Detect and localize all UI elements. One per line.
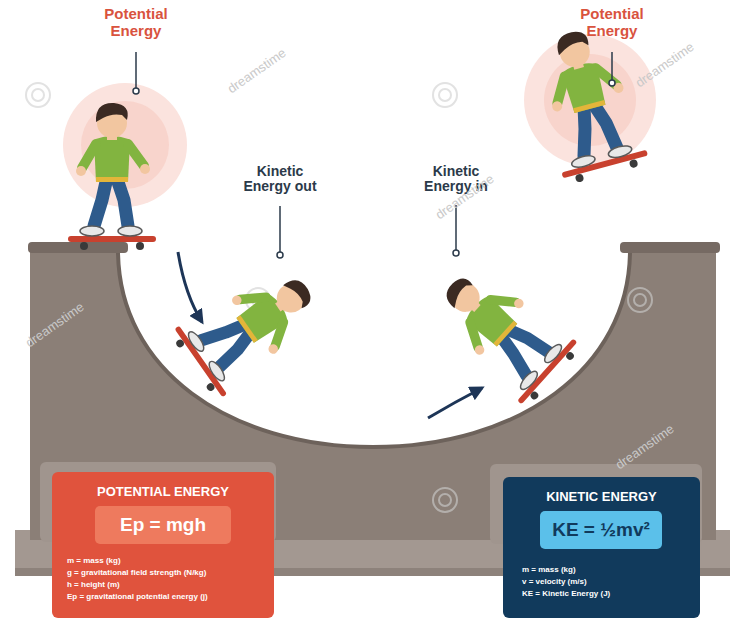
definition: g = gravitational field strength (N/kg): [67, 568, 206, 577]
definition: KE = Kinetic Energy (J): [522, 589, 610, 598]
ramp-lip: [28, 242, 128, 253]
leader-lines: [133, 52, 615, 258]
watermark-logo: [26, 83, 652, 512]
info-box: POTENTIAL ENERGY m = mass (kg) g = gravita…: [52, 472, 274, 618]
callout-label: Potential Energy: [572, 6, 652, 39]
ramp-curve: [118, 250, 630, 447]
info-box: KINETIC ENERGY m = mass (kg) v = velocity …: [503, 477, 700, 618]
formula: KE = ½mv²: [540, 519, 662, 541]
definition: Ep = gravitational potential energy (j): [67, 592, 208, 601]
definition: m = mass (kg): [67, 556, 121, 565]
motion-arrow: [178, 252, 202, 322]
skater: [423, 254, 583, 410]
skater: [168, 253, 330, 402]
callout-label: Potential Energy: [96, 6, 176, 39]
formula-box: KE = ½mv²: [540, 511, 662, 549]
definition: v = velocity (m/s): [522, 577, 587, 586]
half-pipe: [30, 248, 716, 540]
box-heading: KINETIC ENERGY: [503, 489, 700, 504]
callout-label: Kinetic Energy out: [232, 164, 328, 195]
formula-box: Ep = mgh: [95, 506, 231, 544]
ramp-lip: [620, 242, 720, 253]
skater: [527, 21, 650, 186]
box-heading: POTENTIAL ENERGY: [52, 484, 274, 499]
formula: Ep = mgh: [95, 514, 231, 536]
skater: [68, 103, 156, 250]
motion-arrow: [428, 388, 482, 418]
definition: m = mass (kg): [522, 565, 576, 574]
definition: h = height (m): [67, 580, 120, 589]
watermark: dreamstime: [216, 39, 298, 102]
